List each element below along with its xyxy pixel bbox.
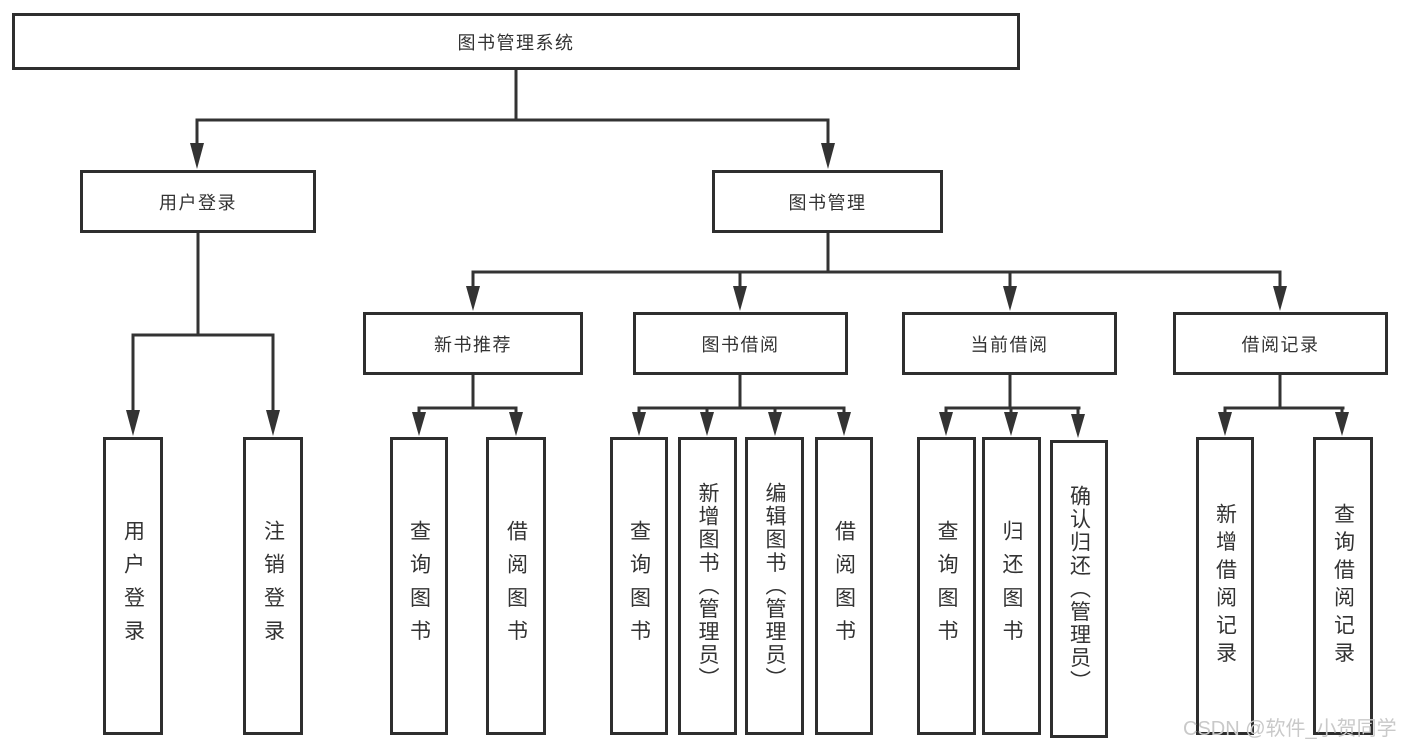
leaf-edit-books-admin: 编辑图书（管理员） (745, 437, 804, 735)
node-system-root: 图书管理系统 (12, 13, 1020, 70)
leaf-label: 编辑图书（管理员） (763, 482, 786, 690)
node-label: 新书推荐 (434, 334, 512, 355)
node-label: 当前借阅 (970, 334, 1049, 355)
leaf-query-books-borrowing: 查询图书 (610, 437, 668, 735)
node-book-borrowing: 图书借阅 (633, 312, 848, 375)
arrowheads (126, 143, 1349, 438)
leaf-add-borrow-record: 新增借阅记录 (1196, 437, 1254, 735)
leaf-query-books-recommend: 查询图书 (390, 437, 448, 735)
node-label: 图书借阅 (701, 334, 780, 355)
node-label: 用户登录 (159, 192, 237, 213)
node-new-book-recommend: 新书推荐 (363, 312, 583, 375)
leaf-query-borrow-record: 查询借阅记录 (1313, 437, 1373, 735)
leaf-borrow-books-borrowing: 借阅图书 (815, 437, 873, 735)
node-user-login: 用户登录 (80, 170, 316, 233)
leaf-query-books-current: 查询图书 (917, 437, 976, 735)
leaf-label: 新增图书（管理员） (696, 482, 719, 690)
node-borrowing-records: 借阅记录 (1173, 312, 1388, 375)
leaf-confirm-return-admin: 确认归还（管理员） (1050, 440, 1108, 738)
leaf-return-books: 归还图书 (982, 437, 1041, 735)
leaf-label: 确认归还（管理员） (1067, 485, 1091, 693)
leaf-label: 归还图书 (1000, 519, 1023, 653)
leaf-add-books-admin: 新增图书（管理员） (678, 437, 737, 735)
node-current-borrowing: 当前借阅 (902, 312, 1117, 375)
leaf-label: 借阅图书 (504, 519, 528, 653)
leaf-label: 查询图书 (627, 519, 651, 653)
leaf-label: 借阅图书 (832, 519, 856, 653)
leaf-user-login: 用户登录 (103, 437, 163, 735)
node-label: 借阅记录 (1241, 334, 1320, 355)
leaf-label: 查询借阅记录 (1331, 502, 1355, 670)
node-label: 图书管理 (788, 192, 867, 213)
leaf-label: 用户登录 (121, 519, 145, 653)
leaf-label: 新增借阅记录 (1213, 502, 1237, 670)
leaf-label: 查询图书 (935, 519, 958, 653)
node-book-management: 图书管理 (712, 170, 943, 233)
leaf-label: 查询图书 (407, 519, 431, 653)
leaf-label: 注销登录 (261, 519, 285, 653)
node-label: 图书管理系统 (457, 32, 575, 53)
leaf-logout: 注销登录 (243, 437, 303, 735)
leaf-borrow-books-recommend: 借阅图书 (486, 437, 546, 735)
